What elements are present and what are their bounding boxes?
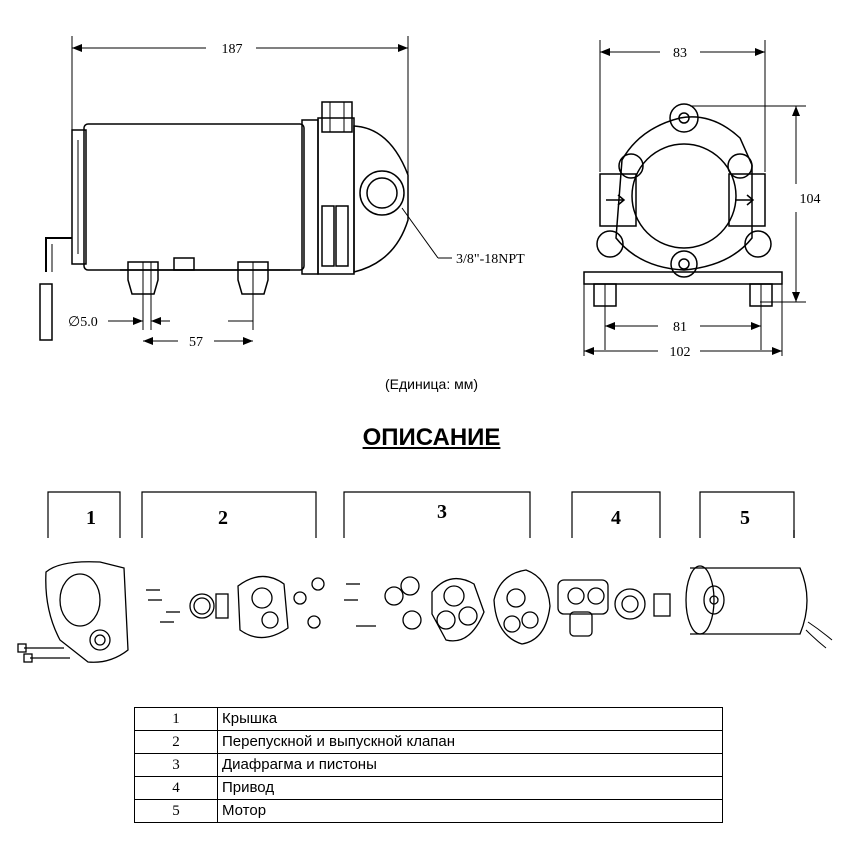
part-name: Крышка: [217, 707, 723, 731]
port-thread-label: 3/8"-18NPT: [456, 252, 525, 267]
group-number-4: 4: [611, 507, 621, 529]
group-number-5: 5: [740, 507, 750, 529]
part-name: Мотор: [217, 799, 723, 823]
exploded-view: [17, 530, 833, 663]
base-outer-label: 102: [670, 345, 691, 360]
drive-part: [557, 579, 671, 637]
diaphragm-part: [344, 569, 551, 645]
front-height-label: 104: [800, 192, 821, 207]
side-length-label: 187: [222, 42, 243, 57]
parts-table: 1 Крышка 2 Перепускной и выпускной клапа…: [134, 707, 723, 823]
part-number: 2: [134, 730, 218, 754]
group-brackets: [47, 491, 795, 538]
part-name: Привод: [217, 776, 723, 800]
front-view: [583, 40, 806, 356]
table-row: 3 Диафрагма и пистоны: [134, 753, 723, 777]
table-row: 4 Привод: [134, 776, 723, 800]
side-view: [39, 36, 452, 345]
part-number: 4: [134, 776, 218, 800]
table-row: 5 Мотор: [134, 799, 723, 823]
group-number-2: 2: [218, 507, 228, 529]
table-row: 1 Крышка: [134, 707, 723, 731]
unit-note: (Единица: мм): [384, 376, 479, 392]
part-name: Диафрагма и пистоны: [217, 753, 723, 777]
part-number: 1: [134, 707, 218, 731]
part-number: 3: [134, 753, 218, 777]
front-width-label: 83: [673, 46, 687, 61]
base-inner-label: 81: [673, 320, 687, 335]
motor-part: [685, 530, 833, 649]
cover-part: [17, 561, 129, 663]
table-row: 2 Перепускной и выпускной клапан: [134, 730, 723, 754]
mount-spacing-label: 57: [189, 335, 203, 350]
part-name: Перепускной и выпускной клапан: [217, 730, 723, 754]
valve-part: [146, 575, 325, 639]
group-number-3: 3: [437, 501, 447, 523]
group-number-1: 1: [86, 507, 96, 529]
hole-diameter-label: ∅5.0: [68, 315, 98, 330]
part-number: 5: [134, 799, 218, 823]
section-title: ОПИСАНИЕ: [362, 424, 501, 451]
